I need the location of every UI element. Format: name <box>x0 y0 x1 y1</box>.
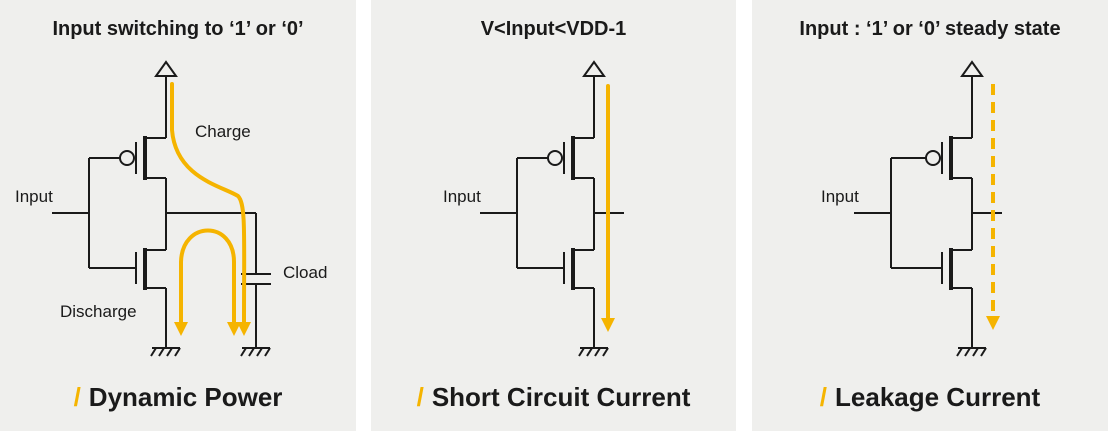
charge-arrowhead <box>237 322 251 336</box>
charge-label: Charge <box>195 122 251 141</box>
caption-slash: / <box>819 382 828 412</box>
charge-arrow <box>170 82 247 324</box>
pmos-bubble <box>119 150 135 166</box>
dynamic-power-schematic <box>52 60 271 357</box>
vdd-symbol <box>154 60 178 77</box>
caption-text: Dynamic Power <box>88 382 283 412</box>
caption-text: Short Circuit Current <box>431 382 691 412</box>
ground-symbol <box>956 347 987 357</box>
cload-label: Cload <box>283 263 328 282</box>
caption-slash: / <box>73 382 81 412</box>
panel-caption: /Dynamic Power <box>0 382 356 413</box>
discharge-arrow <box>179 228 236 324</box>
panel-title: Input : ‘1’ or ‘0’ steady state <box>799 18 1061 40</box>
input-label: Input <box>821 187 859 206</box>
ground-symbol-right <box>240 347 271 357</box>
panel-dynamic-power: Input switching to ‘1’ or ‘0’ Input Char… <box>0 0 356 431</box>
short-circuit-schematic <box>480 60 624 357</box>
discharge-arrowhead-left <box>174 322 188 336</box>
pmos-bubble <box>547 150 563 166</box>
leakage-arrowhead <box>986 316 1000 330</box>
panel-title: V<Input<VDD-1 <box>480 18 627 40</box>
discharge-arrowhead-right <box>227 322 241 336</box>
caption-text: Leakage Current <box>835 382 1041 412</box>
vdd-symbol <box>582 60 606 77</box>
ground-symbol <box>578 347 609 357</box>
caption-slash: / <box>416 382 424 412</box>
leakage-current-schematic <box>854 60 1002 357</box>
discharge-label: Discharge <box>60 302 137 321</box>
ground-symbol-left <box>150 347 181 357</box>
panel-caption: /Leakage Current <box>752 382 1108 413</box>
panel-caption: /Short Circuit Current <box>371 382 736 413</box>
panel-leakage-current: Input : ‘1’ or ‘0’ steady state Input /L… <box>752 0 1108 431</box>
input-label: Input <box>443 187 481 206</box>
pmos-bubble <box>925 150 941 166</box>
input-label: Input <box>15 187 53 206</box>
short-circuit-arrowhead <box>601 318 615 332</box>
panel-title: Input switching to ‘1’ or ‘0’ <box>52 18 304 40</box>
vdd-symbol <box>960 60 984 77</box>
panel-short-circuit-current: V<Input<VDD-1 Input /Short Circuit Curre… <box>371 0 736 431</box>
